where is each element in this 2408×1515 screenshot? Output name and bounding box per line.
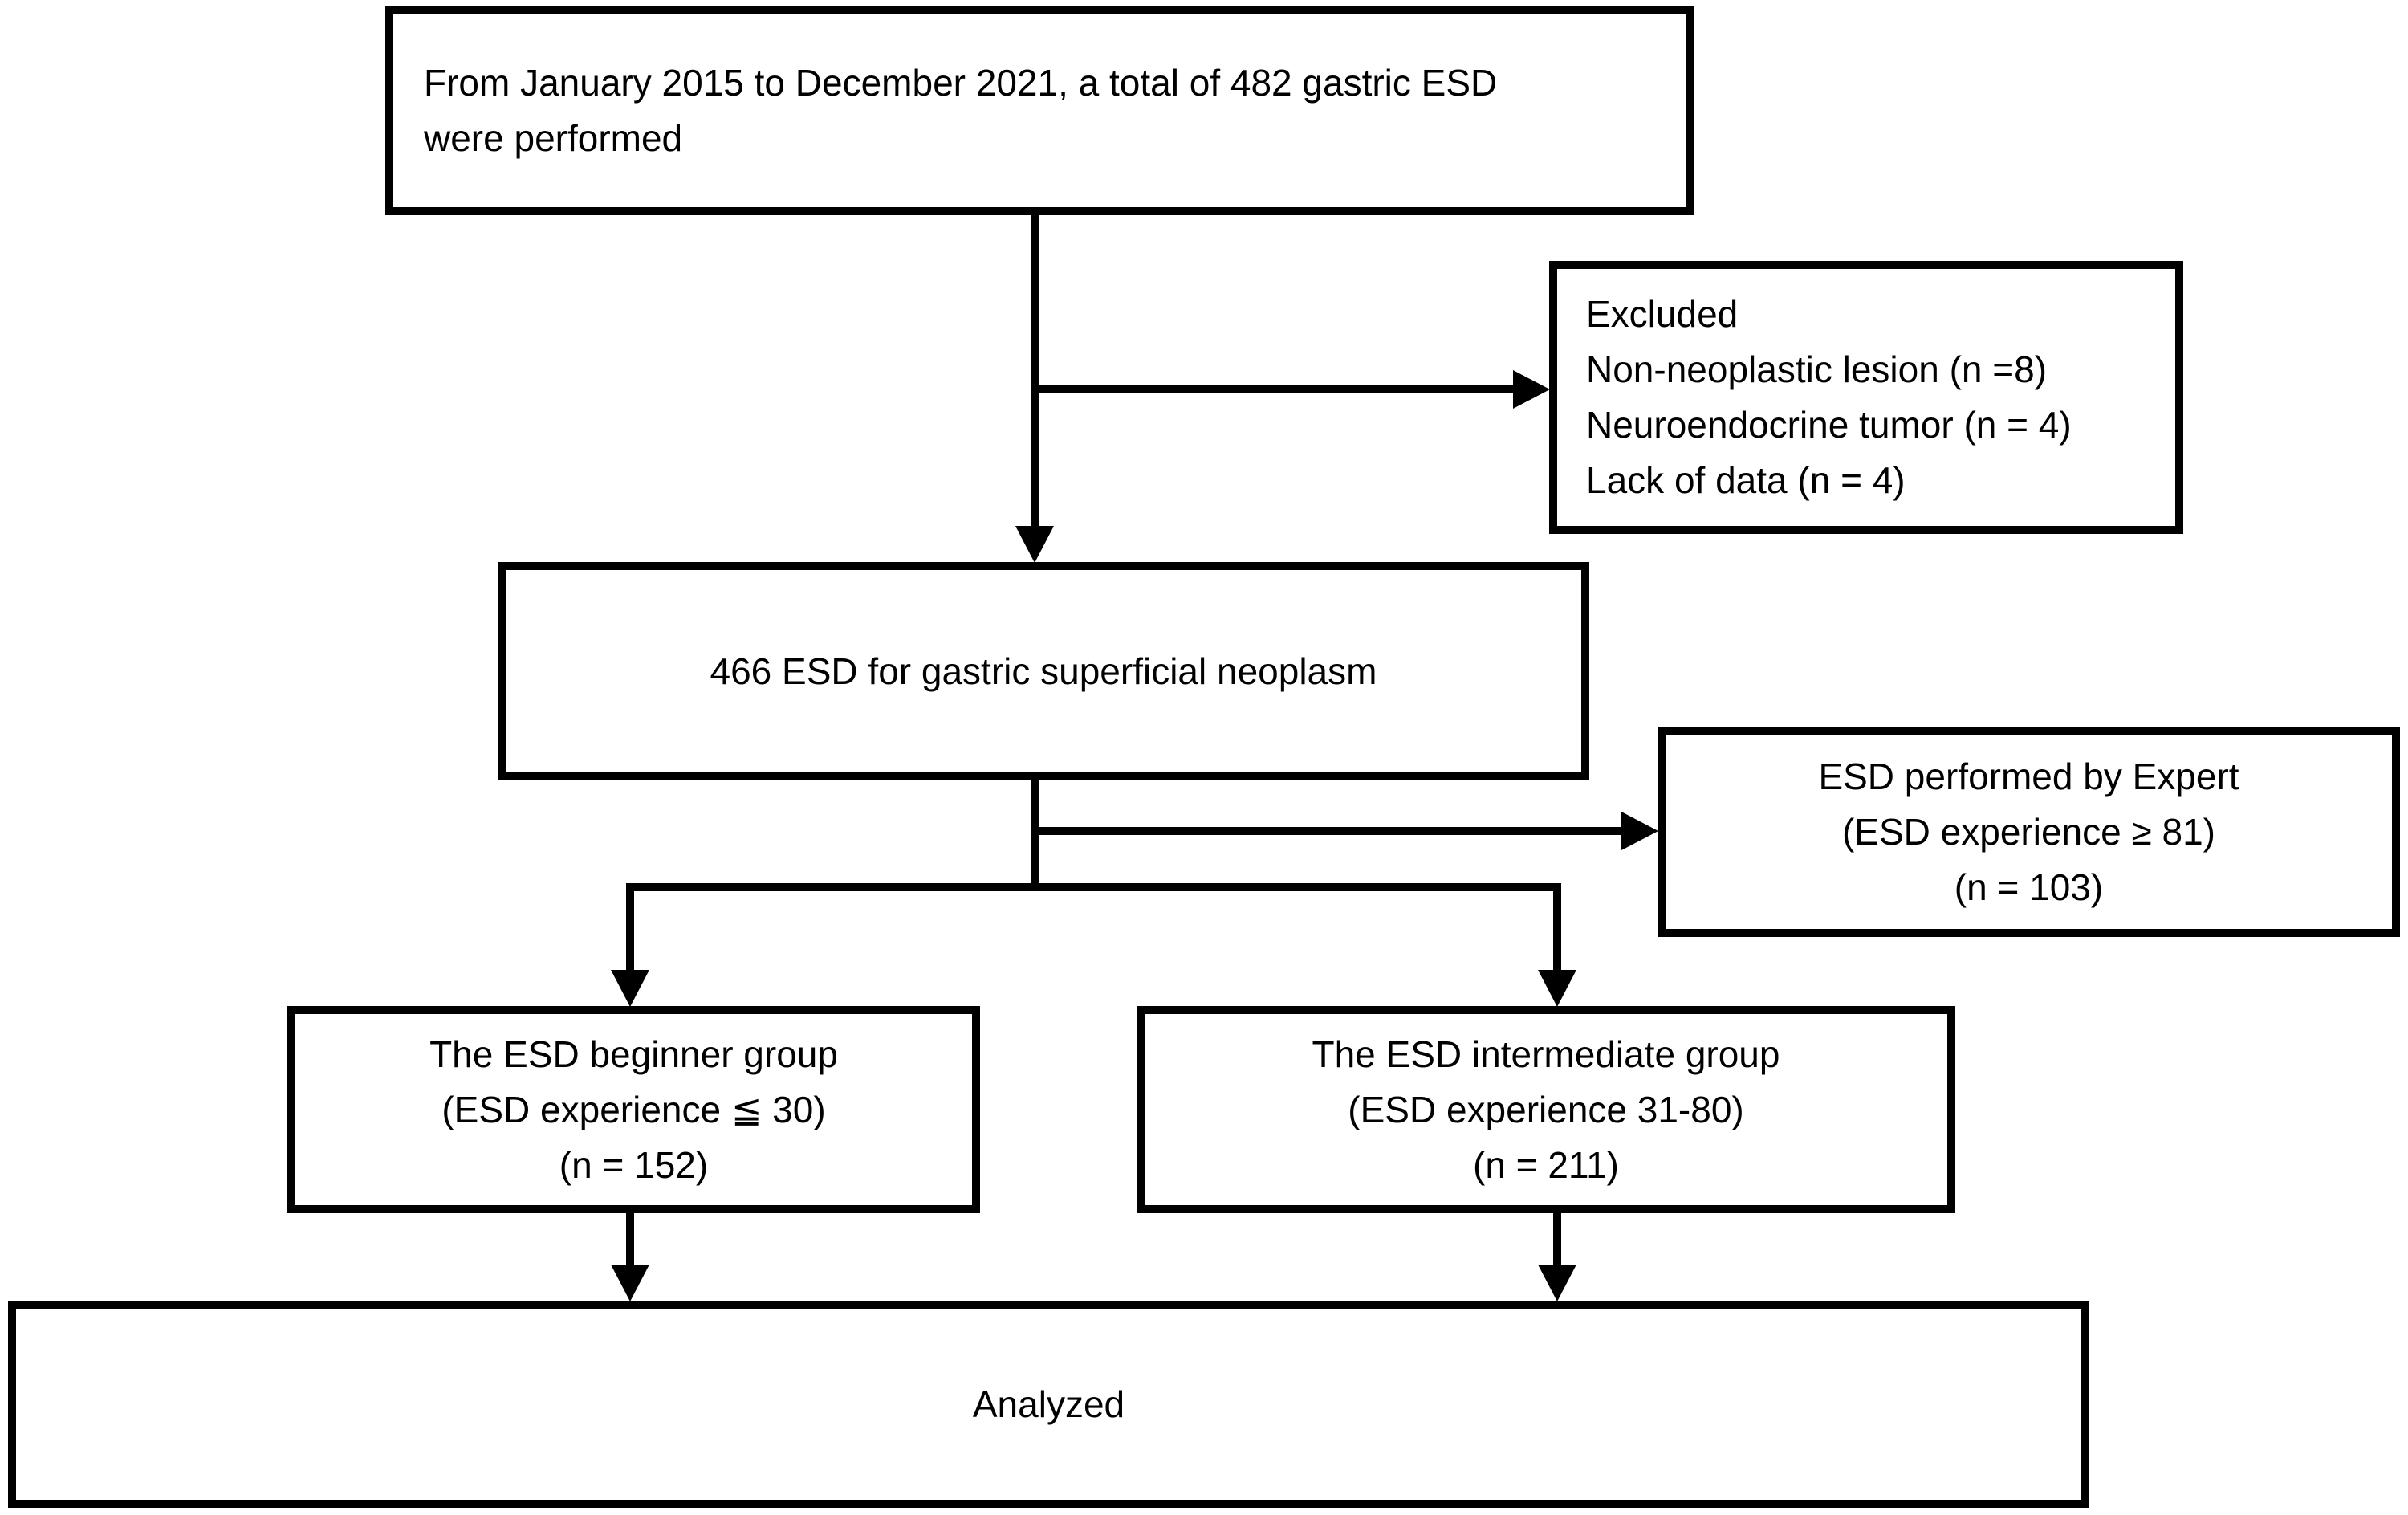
box-total-line-2: were performed (424, 117, 683, 159)
beginner-line-3: (n = 152) (559, 1143, 709, 1186)
box-analyzed: Analyzed (8, 1301, 2089, 1508)
arrowhead-down-icon (611, 1265, 649, 1301)
intermediate-line-2: (ESD experience 31-80) (1348, 1088, 1744, 1130)
arrowhead-right-icon (1621, 812, 1658, 850)
intermediate-line-3: (n = 211) (1473, 1143, 1619, 1186)
arrowhead-down-icon (1538, 970, 1576, 1007)
connector-neoplasm-to-split (1031, 780, 1039, 891)
beginner-line-1: The ESD beginner group (429, 1032, 838, 1075)
connector-top-to-neoplasm (1031, 215, 1039, 528)
box-intermediate-group: The ESD intermediate group (ESD experien… (1137, 1006, 1955, 1213)
excluded-title: Excluded (1586, 293, 1739, 335)
beginner-line-2: (ESD experience ≦ 30) (441, 1088, 826, 1130)
expert-line-2: (ESD experience ≥ 81) (1841, 810, 2215, 853)
connector-intermediate-to-analyzed (1553, 1213, 1561, 1266)
analyzed-line: Analyzed (972, 1383, 1125, 1425)
neoplasm-line: 466 ESD for gastric superficial neoplasm (710, 650, 1377, 692)
box-excluded: Excluded Non-neoplastic lesion (n =8) Ne… (1549, 261, 2183, 534)
arrowhead-down-icon (1538, 1265, 1576, 1301)
excluded-reason-3: Lack of data (n = 4) (1586, 459, 1906, 501)
connector-split-to-intermediate (1553, 883, 1561, 971)
connector-split-bar (626, 883, 1561, 891)
intermediate-line-1: The ESD intermediate group (1312, 1032, 1780, 1075)
box-total-gastric-esd: From January 2015 to December 2021, a to… (385, 6, 1694, 215)
expert-line-1: ESD performed by Expert (1818, 755, 2239, 797)
expert-line-3: (n = 103) (1954, 865, 2104, 908)
excluded-reason-2: Neuroendocrine tumor (n = 4) (1586, 404, 2072, 446)
connector-to-excluded (1034, 385, 1515, 393)
arrowhead-down-icon (1015, 526, 1054, 563)
box-total-line-1: From January 2015 to December 2021, a to… (424, 62, 1498, 104)
box-expert: ESD performed by Expert (ESD experience … (1658, 727, 2400, 937)
arrowhead-down-icon (611, 970, 649, 1007)
excluded-reason-1: Non-neoplastic lesion (n =8) (1586, 348, 2048, 390)
connector-split-to-beginner (626, 883, 634, 971)
connector-beginner-to-analyzed (626, 1213, 634, 1266)
arrowhead-right-icon (1513, 370, 1550, 409)
box-superficial-neoplasm: 466 ESD for gastric superficial neoplasm (498, 562, 1589, 780)
box-beginner-group: The ESD beginner group (ESD experience ≦… (287, 1006, 980, 1213)
connector-to-expert (1034, 827, 1624, 835)
